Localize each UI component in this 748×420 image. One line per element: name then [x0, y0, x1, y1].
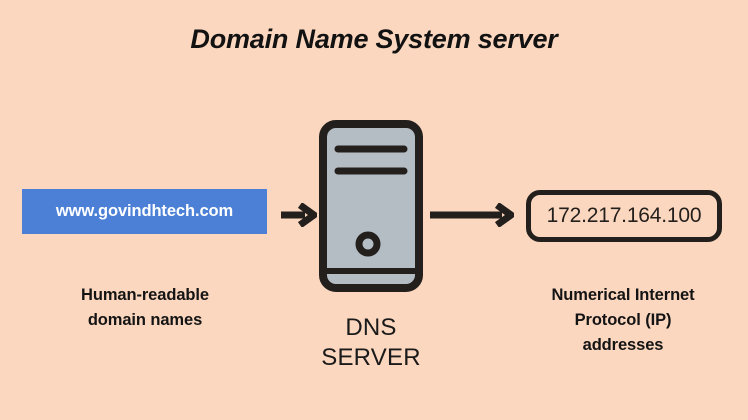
ip-address-box: 172.217.164.100 — [526, 190, 722, 242]
domain-name-label: www.govindhtech.com — [55, 202, 234, 220]
output-caption-line-1: Numerical Internet — [551, 286, 695, 304]
arrow-right-icon — [430, 203, 514, 227]
server-label-line-1: DNS — [345, 314, 397, 341]
input-caption-line-1: Human-readable — [81, 286, 209, 304]
server-label: DNS SERVER — [300, 313, 442, 373]
output-caption: Numerical Internet Protocol (IP) address… — [504, 283, 742, 358]
server-label-line-2: SERVER — [321, 344, 421, 371]
output-caption-line-3: addresses — [582, 336, 664, 354]
output-caption-line-2: Protocol (IP) — [574, 311, 672, 329]
input-caption-line-2: domain names — [87, 311, 203, 329]
ip-address-label: 172.217.164.100 — [546, 204, 702, 227]
arrow-right-icon — [281, 203, 317, 227]
page-title: Domain Name System server — [190, 24, 558, 54]
input-caption: Human-readable domain names — [14, 283, 276, 333]
server-tower-icon — [318, 120, 424, 292]
domain-name-box: www.govindhtech.com — [22, 189, 267, 234]
